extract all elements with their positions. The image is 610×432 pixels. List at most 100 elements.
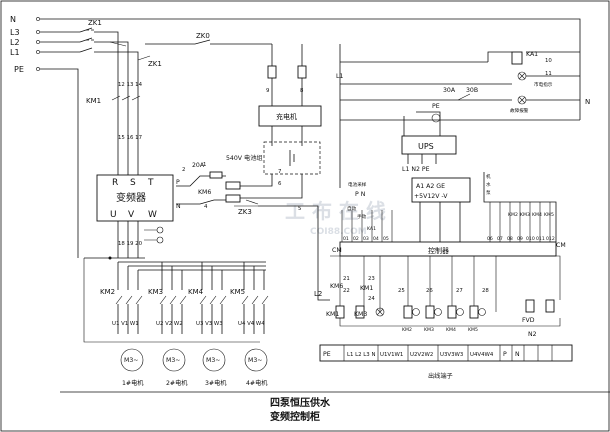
alarm-30b-label: 30B: [466, 87, 478, 94]
controller-col-3: 泵: [486, 190, 491, 196]
alarm-terminal-11: 11: [545, 71, 552, 77]
pump-3-contactor: KM4: [188, 288, 204, 296]
pump-2-label: 2#电机: [166, 379, 188, 387]
pump-4-label: 4#电机: [246, 379, 268, 387]
inverter-r-label: R: [112, 178, 118, 188]
pump-2-contactor: KM3: [148, 288, 163, 296]
controller-output-08: 08: [507, 236, 513, 242]
controller-pn-label: P N: [355, 191, 366, 198]
inverter-w-label: W: [148, 210, 157, 220]
control-l2-label: L2: [314, 290, 322, 298]
controller-input-01: 01: [343, 236, 349, 242]
supply-line-l2-label: L2: [10, 38, 20, 47]
pump-4-motor: [244, 348, 268, 372]
control-23: 23: [368, 276, 375, 282]
inverter-s-label: S: [130, 178, 136, 188]
pump-1-contactor: KM2: [100, 288, 115, 296]
terminal-cell-supply: L1 L2 L3 N: [347, 352, 375, 358]
terminal-1: 1: [203, 162, 206, 168]
controller-output-011: 011: [536, 236, 545, 242]
controller-output-012: 012: [546, 236, 555, 242]
pump-1-motor-label: M3~: [124, 357, 138, 364]
control-26: 26: [426, 288, 433, 294]
terminal-cell-p: P: [503, 351, 507, 358]
terminal-cell-pe: PE: [323, 351, 331, 358]
terminal-4: 4: [204, 204, 208, 210]
watermark-text: 工 布 在 线: [285, 199, 386, 223]
control-25: 25: [398, 288, 405, 294]
control-28: 28: [482, 288, 489, 294]
terminal-strip-box: [319, 344, 573, 362]
terminal-7: 7: [278, 169, 281, 175]
watermark-subtext: COI88.COM: [310, 227, 367, 237]
breaker-zk1-branch-label: ZK1: [148, 60, 162, 68]
watermark: 工 布 在 线 COI88.COM: [285, 199, 386, 237]
pump-3-terms: U3 V3 W3: [196, 321, 223, 327]
alarm-terminal-10: 10: [545, 58, 552, 64]
inverter-box: [96, 174, 174, 222]
control-km6-label: KM6: [330, 283, 343, 290]
control-km4-coil: KM4: [446, 327, 456, 333]
battery-km6-label: KM6: [198, 189, 211, 196]
control-n2-label: N2: [528, 331, 537, 338]
terminal-group-2: 15 16 17: [118, 135, 142, 141]
title-block: 四泵恒压供水 变频控制柜: [270, 396, 331, 423]
controller-km5-label: KM5: [544, 212, 554, 218]
terminal-group-3: 18 19 20: [118, 241, 143, 247]
controller-col-2: 水: [486, 181, 491, 188]
battery-box: [263, 141, 321, 175]
supply-lines: N L3 L2 L1 PE ZK1 ZK0 ZK1 12 13 14 KM1 1…: [10, 15, 581, 259]
controller-col-1: 机: [486, 173, 491, 180]
contactor-km1-label: KM1: [86, 97, 101, 105]
control-21: 21: [343, 276, 350, 282]
control-27: 27: [456, 288, 463, 294]
inverter-label: 变频器: [116, 191, 146, 204]
inverter-u-label: U: [110, 210, 117, 220]
controller-km3-label: KM3: [520, 212, 530, 218]
inverter-n-label: N: [176, 203, 181, 210]
pump-2-motor: [162, 348, 186, 372]
ups-block: UPS L1 N2 PE A1 A2 GE +5V12V -V: [401, 135, 471, 242]
controller-km4-label: KM4: [532, 212, 542, 218]
inverter-p-label: P: [176, 179, 180, 186]
alarm-circuit: L1 KA1 10 11 市电指示 故障报警 30A 30B N PE: [336, 44, 590, 188]
battery-voltage-label: 540V 电池组: [226, 154, 263, 162]
ups-outputs-label: L1 N2 PE: [402, 166, 430, 173]
alarm-l1-label: L1: [336, 73, 343, 80]
pump-4: KM5 U4 V4 W4 M3~ 4#电机: [230, 262, 268, 387]
terminal-cell-u3: U3V3W3: [440, 352, 463, 358]
pump-4-contactor: KM5: [230, 288, 245, 296]
supply-pe-label: PE: [14, 65, 24, 74]
controller-output-09: 09: [517, 236, 523, 242]
battery-sample-label: 电池采样: [348, 181, 367, 188]
controller-label: 控制器: [428, 246, 449, 255]
control-km5-coil: KM5: [468, 327, 478, 333]
controller-ka1-label: KA1: [367, 226, 376, 232]
control-km1b-label: KM1: [326, 311, 339, 318]
pump-3-label: 3#电机: [205, 379, 227, 387]
terminal-strip-caption: 出线端子: [428, 372, 453, 380]
pump-4-terms: U4 V4 W4: [238, 321, 265, 327]
terminal-6: 6: [278, 181, 282, 187]
pump-1-motor: [120, 348, 144, 372]
pump-motors: KM2 U1 V1 W1 M3~ 1#电机 KM3 U2 V2 W2 M3~ 2…: [83, 256, 268, 387]
ups-box: [401, 135, 457, 155]
breaker-zk3-label: ZK3: [238, 208, 252, 216]
alarm-n-label: N: [585, 98, 590, 106]
ups-pe-label: PE: [432, 103, 440, 110]
title-line-1: 四泵恒压供水: [270, 396, 331, 409]
charger-battery: 9 8 充电机 7 6 20A 540V 电池组 KM6 4 1 2 ZK3 5: [176, 44, 322, 244]
power-supply-v-label: +5V12V -V: [414, 193, 448, 200]
controller-km2-label: KM2: [508, 212, 518, 218]
control-fvd-label: FVD: [522, 317, 535, 324]
pump-3-motor: [202, 348, 226, 372]
controller-input-02: 02: [353, 236, 359, 242]
terminal-5: 5: [298, 206, 301, 212]
controller-cm-left: CM: [332, 247, 342, 254]
power-supply-a-label: A1 A2 GE: [416, 183, 445, 190]
pump-2-motor-label: M3~: [166, 357, 180, 364]
terminal-cell-u2: U2V2W2: [410, 352, 433, 358]
relay-ka1-label: KA1: [526, 51, 538, 58]
